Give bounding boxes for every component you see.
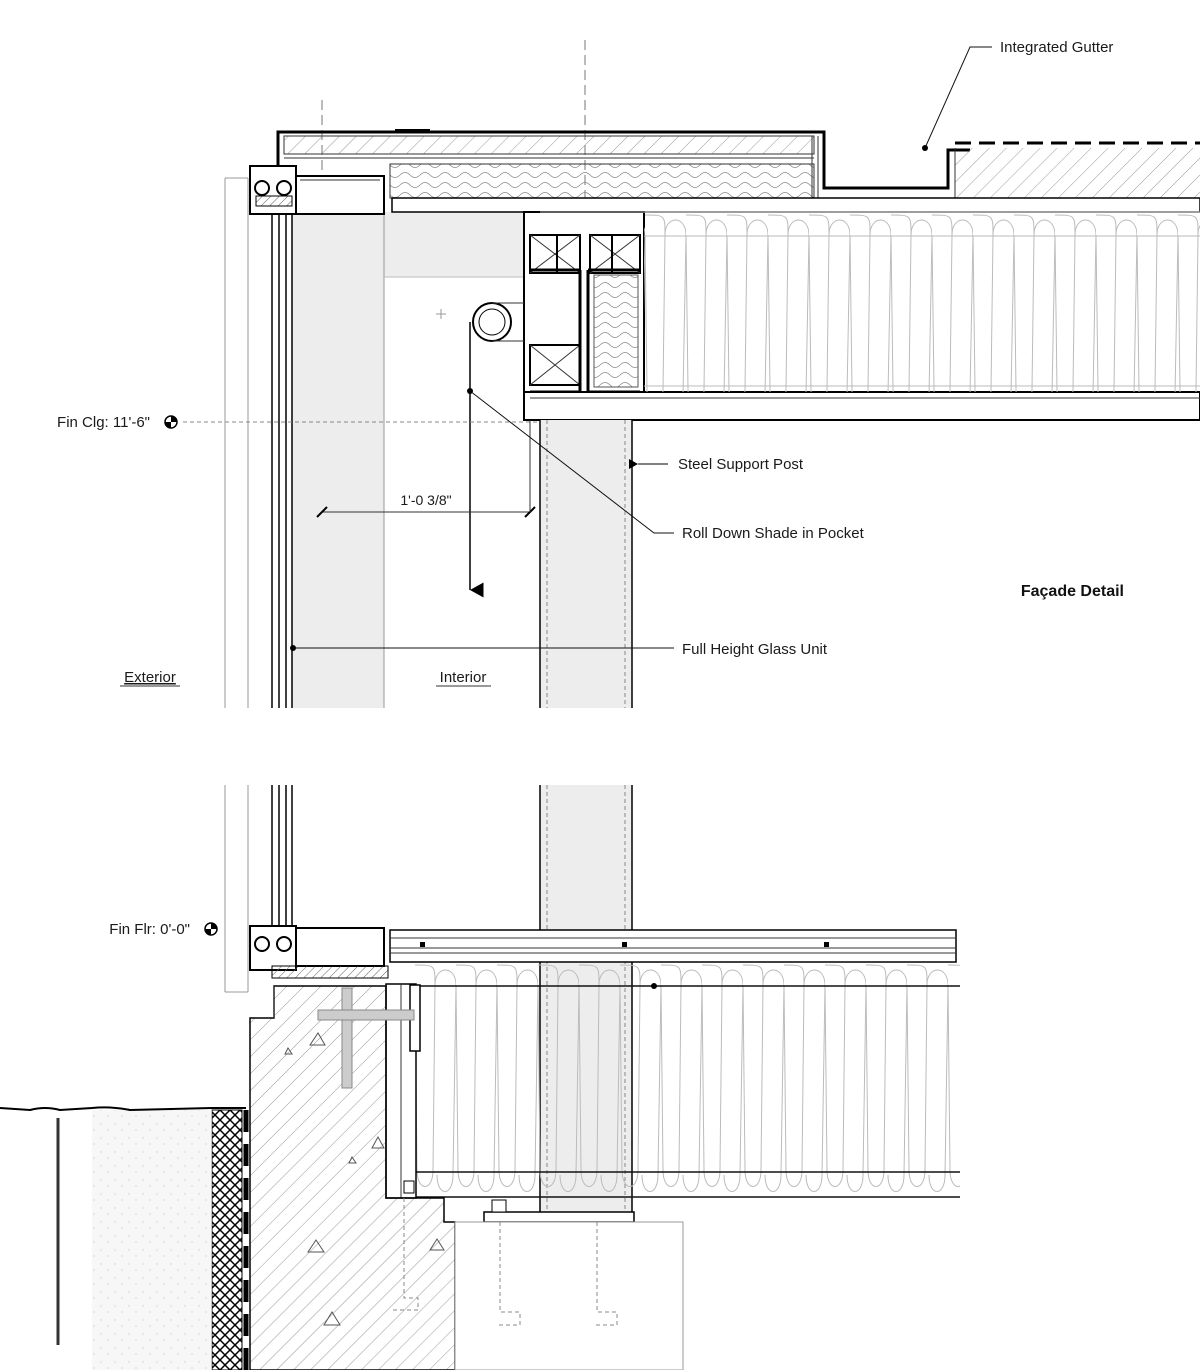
roof-joist-insulation [644, 212, 1200, 392]
fin-flr-level-marker [204, 922, 218, 936]
callout-roll-down-shade: Roll Down Shade in Pocket [682, 525, 865, 542]
fin-clg-label: Fin Clg: 11'-6" [57, 414, 150, 431]
foundation-insulation-board [211, 1109, 243, 1370]
gutter-section [955, 148, 1200, 198]
drawing-title: Façade Detail [1021, 583, 1124, 600]
post-base-plate [483, 1211, 635, 1223]
steel-support-post-upper [540, 420, 632, 708]
fin-flr-label: Fin Flr: 0'-0" [109, 921, 190, 938]
floor-finish [389, 929, 957, 963]
sill-detail: Fin Flr: 0'-0" [0, 785, 960, 1370]
zone-interior: Interior [440, 669, 487, 686]
head-mullion-profile [249, 165, 297, 215]
shade-offset-dimension: 1'-0 3/8" [400, 492, 451, 508]
shade-pocket-box [295, 175, 385, 215]
roof-deck [391, 197, 1200, 213]
callouts: Integrated Gutter Steel Support Post Rol… [120, 39, 1124, 687]
head-detail: Fin Clg: 11'-6" 1'-0 3/8" [57, 40, 1200, 708]
grade-line [0, 1106, 246, 1112]
fin-clg-level-marker [164, 415, 178, 429]
callout-integrated-gutter: Integrated Gutter [1000, 39, 1113, 56]
floor-joist-insulation [415, 962, 960, 1197]
interior-reveal [292, 212, 384, 708]
roof-insulation [389, 163, 815, 199]
roof-flashing [276, 130, 970, 190]
ceiling-soffit [384, 212, 524, 277]
callout-full-height-glass: Full Height Glass Unit [682, 641, 828, 658]
zone-exterior: Exterior [124, 669, 176, 686]
callout-steel-support-post: Steel Support Post [678, 456, 804, 473]
